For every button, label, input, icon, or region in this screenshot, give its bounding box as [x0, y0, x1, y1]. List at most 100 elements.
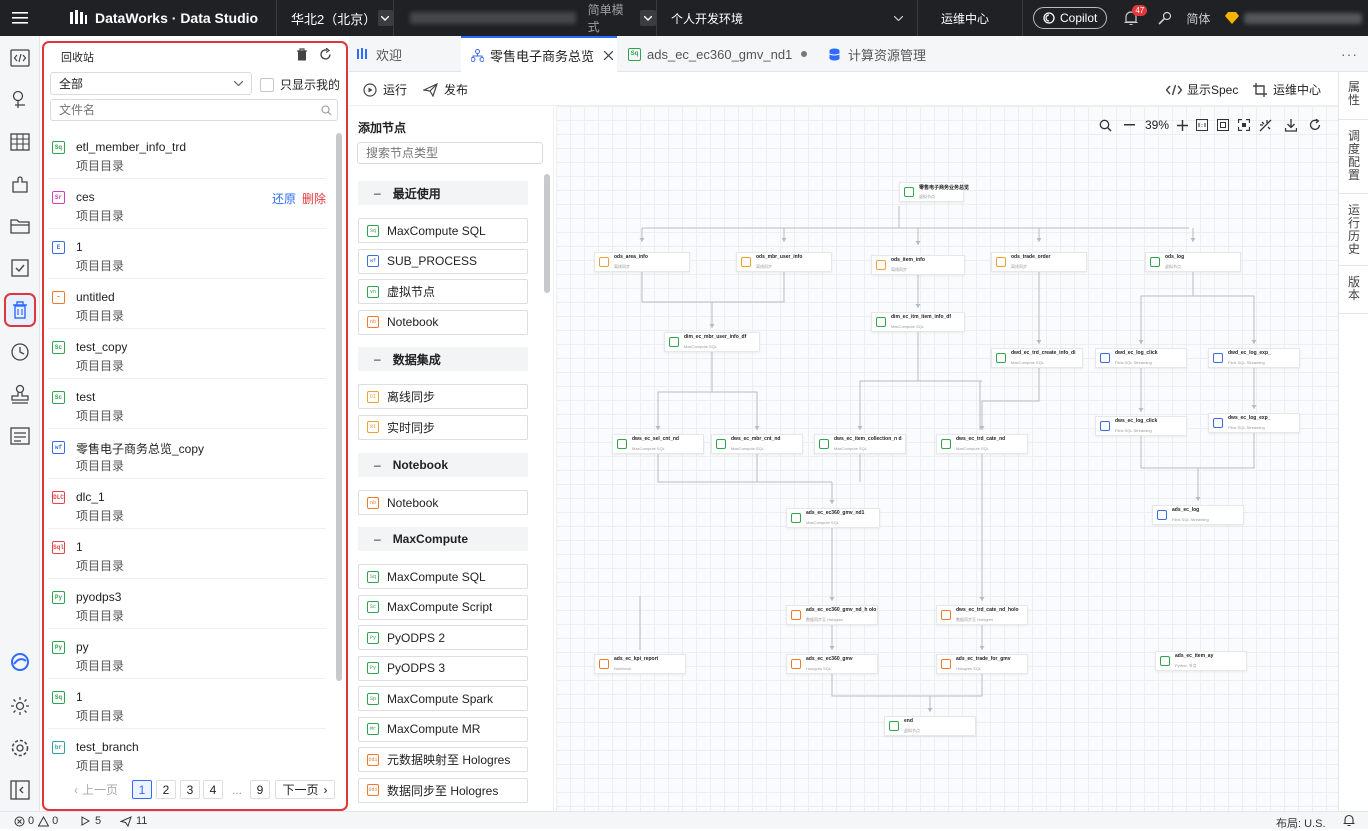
settings-gear-icon[interactable] [8, 736, 32, 760]
properties-tab[interactable]: 属性 [1339, 72, 1368, 120]
publish-button[interactable]: 发布 [423, 81, 468, 98]
app-logo[interactable]: DataWorks · Data Studio [40, 0, 276, 36]
language-switch[interactable]: 简体 [1186, 11, 1211, 26]
history-clock-icon[interactable] [8, 340, 32, 364]
ops-center-button[interactable]: 运维中心 [1253, 81, 1321, 98]
page-button[interactable]: 4 [203, 780, 223, 799]
publish-count-indicator[interactable]: 11 [120, 815, 147, 827]
prev-page-button[interactable]: ‹上一页 [68, 780, 124, 799]
run-button[interactable]: 运行 [363, 81, 407, 98]
dataworks-copilot-icon[interactable] [8, 650, 32, 674]
page-button[interactable]: 2 [156, 780, 176, 799]
run-count-indicator[interactable]: 5 [81, 815, 101, 827]
file-search-box[interactable] [50, 99, 338, 121]
workflow-node[interactable]: dwd_ec_log_exp_Flink SQL Streaming [1208, 348, 1300, 368]
problems-indicator[interactable]: 0 0 [14, 815, 58, 827]
user-avatar[interactable] [1224, 0, 1363, 36]
page-button[interactable]: 3 [180, 780, 200, 799]
zoom-out-icon[interactable] [1124, 124, 1135, 126]
tab-compute-resource[interactable]: 计算资源管理 [829, 36, 926, 72]
auto-layout-icon[interactable] [1259, 119, 1273, 132]
delete-link[interactable]: 删除 [302, 192, 327, 206]
code-dev-icon[interactable] [8, 46, 32, 70]
close-icon[interactable] [604, 50, 614, 60]
show-spec-button[interactable]: 显示Spec [1166, 81, 1238, 98]
task-check-icon[interactable] [8, 256, 32, 280]
node-panel-scrollbar[interactable] [544, 174, 550, 293]
file-search-input[interactable] [51, 100, 301, 120]
bell-icon[interactable] [1343, 814, 1355, 827]
list-scrollbar[interactable] [336, 133, 342, 681]
folder-icon[interactable] [8, 214, 32, 238]
search-icon[interactable] [1099, 119, 1112, 132]
workflow-canvas[interactable]: 39% [556, 106, 1338, 811]
table-icon[interactable] [8, 130, 32, 154]
node-search-input[interactable] [357, 142, 543, 164]
refresh-icon[interactable] [1309, 119, 1321, 131]
tools-icon[interactable] [1158, 0, 1174, 36]
workflow-node[interactable]: 零售电子商务业务总览虚拟节点 [899, 182, 969, 202]
page-button[interactable]: 1 [132, 780, 152, 799]
node-group-header[interactable]: –最近使用 [358, 181, 528, 205]
zoom-in-icon[interactable] [1177, 119, 1189, 131]
recycle-bin-tab[interactable] [4, 293, 36, 327]
tab-ads-gmv[interactable]: Sq ads_ec_ec360_gmv_nd1 [628, 36, 808, 72]
only-mine-checkbox[interactable]: 只显示我的 [260, 76, 340, 93]
workspace-selector[interactable]: 简单模式 [394, 0, 656, 36]
node-group-header[interactable]: –数据集成 [358, 347, 528, 371]
schedule-config-tab[interactable]: 调度配置 [1339, 120, 1368, 194]
filter-select[interactable]: 全部 [50, 72, 252, 95]
restore-link[interactable]: 还原 [272, 192, 297, 206]
sun-theme-icon[interactable] [8, 694, 32, 718]
ops-center-link[interactable]: 运维中心 [941, 11, 990, 26]
page-button[interactable]: 9 [250, 780, 270, 799]
actual-size-icon[interactable] [1196, 119, 1209, 131]
empty-trash-icon[interactable] [296, 48, 308, 61]
layout-indicator[interactable]: 布局: U.S. [1276, 818, 1326, 830]
node-group-header[interactable]: –Notebook [358, 453, 528, 477]
focus-icon[interactable] [1238, 119, 1251, 131]
tab-retail-overview[interactable]: 零售电子商务总览 [461, 36, 617, 72]
